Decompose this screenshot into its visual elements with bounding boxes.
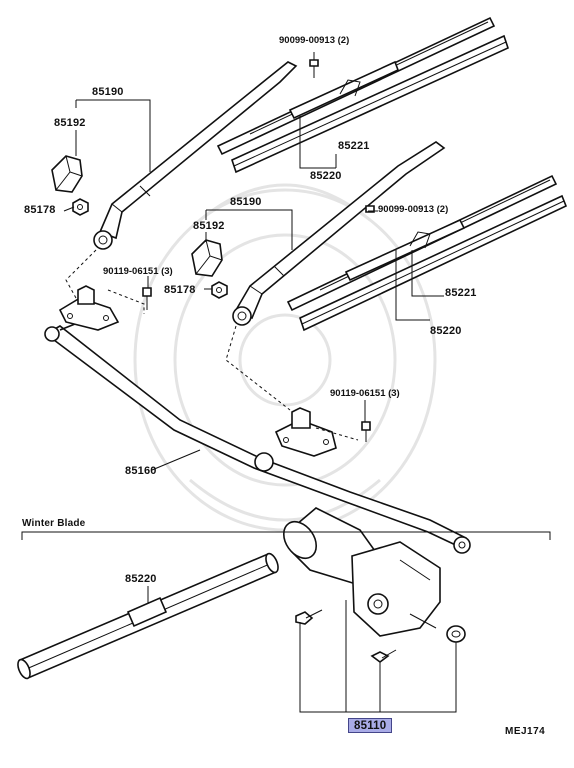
label-screw-lower: 90099-00913 (2) bbox=[378, 204, 449, 215]
label-nut-upper: 85178 bbox=[24, 204, 56, 216]
winter-blade-title: Winter Blade bbox=[22, 518, 86, 529]
label-motor-highlighted[interactable]: 85110 bbox=[348, 718, 393, 733]
label-blade-lower: 85221 bbox=[445, 287, 477, 299]
label-link-rod: 85160 bbox=[125, 465, 157, 477]
label-cap-lower: 85192 bbox=[193, 220, 225, 232]
motor-grommet[interactable] bbox=[446, 625, 466, 643]
diagram-code: MEJ174 bbox=[505, 726, 546, 737]
label-arm-lower: 85190 bbox=[230, 196, 262, 208]
winter-wiper-blade[interactable] bbox=[15, 552, 280, 680]
upper-screw[interactable] bbox=[309, 59, 319, 78]
lower-wiper-blade[interactable] bbox=[286, 174, 558, 312]
label-bolt-left: 90119-06151 (3) bbox=[103, 266, 173, 277]
label-cap-upper: 85192 bbox=[54, 117, 86, 129]
winter-blade-bracket bbox=[21, 531, 551, 540]
label-winter-refill: 85220 bbox=[125, 573, 157, 585]
label-refill-upper: 85220 bbox=[310, 170, 342, 182]
lower-pivot-cap[interactable] bbox=[191, 239, 223, 277]
lower-nut[interactable] bbox=[211, 281, 228, 299]
left-pivot[interactable] bbox=[58, 285, 120, 331]
right-bolt[interactable] bbox=[361, 421, 371, 442]
wiper-link-rod[interactable] bbox=[44, 309, 471, 554]
lower-wiper-refill[interactable] bbox=[299, 194, 568, 332]
upper-nut[interactable] bbox=[72, 198, 89, 216]
label-screw-upper: 90099-00913 (2) bbox=[279, 35, 350, 46]
upper-wiper-arm[interactable] bbox=[93, 61, 298, 250]
label-bolt-right: 90119-06151 (3) bbox=[330, 388, 400, 399]
right-pivot[interactable] bbox=[274, 407, 337, 457]
assembly-dashed-lines bbox=[65, 249, 359, 441]
wiper-motor[interactable] bbox=[277, 507, 441, 637]
leader-lines bbox=[63, 52, 457, 713]
left-bolt[interactable] bbox=[142, 287, 152, 310]
motor-bolt-left[interactable] bbox=[295, 609, 323, 625]
upper-wiper-refill[interactable] bbox=[231, 34, 509, 174]
label-blade-upper: 85221 bbox=[338, 140, 370, 152]
motor-bolt-bottom[interactable] bbox=[370, 649, 397, 663]
lower-wiper-arm[interactable] bbox=[232, 141, 446, 326]
upper-pivot-cap[interactable] bbox=[51, 155, 83, 193]
label-nut-lower: 85178 bbox=[164, 284, 196, 296]
label-arm-upper: 85190 bbox=[92, 86, 124, 98]
label-refill-lower: 85220 bbox=[430, 325, 462, 337]
upper-wiper-blade[interactable] bbox=[216, 16, 496, 156]
